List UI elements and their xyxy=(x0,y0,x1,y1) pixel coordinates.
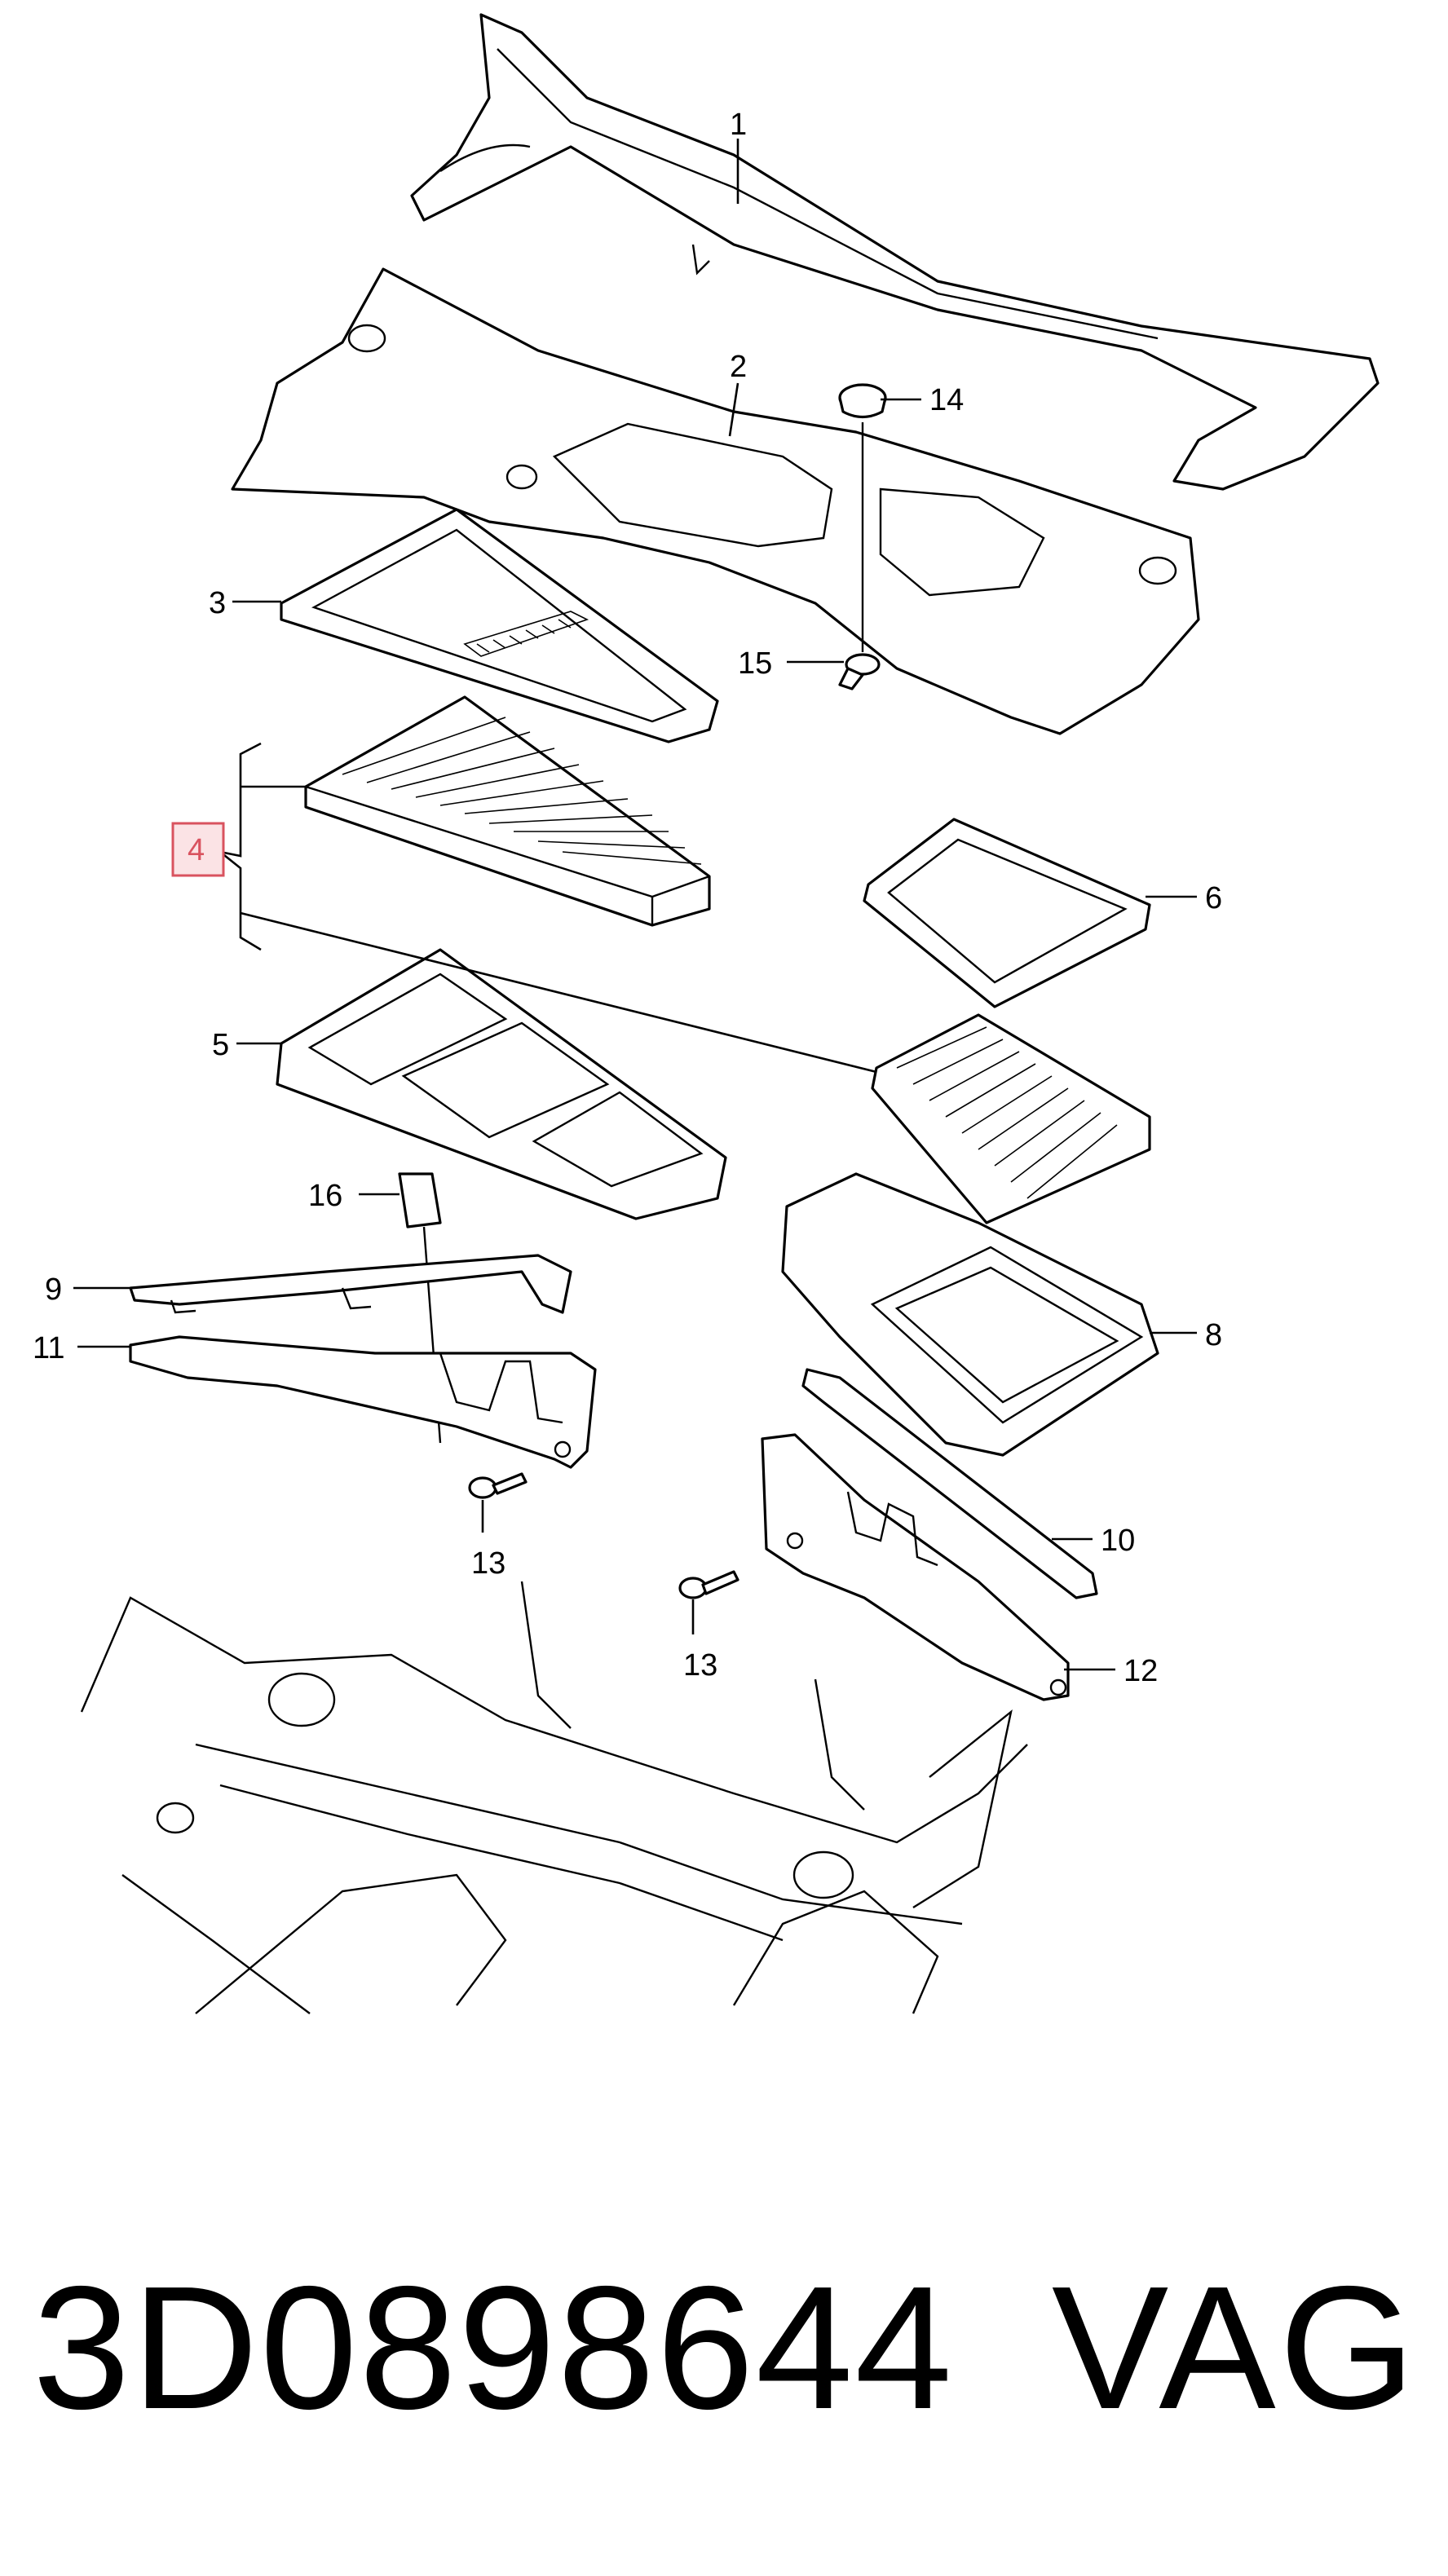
brand-name: VAG xyxy=(1051,2249,1419,2446)
part-15-fastener xyxy=(838,653,881,690)
part-6-filter-frame xyxy=(863,818,1151,1008)
part-12-bracket xyxy=(761,1433,1070,1701)
part-8-housing xyxy=(781,1172,1159,1457)
callout-4-highlight-box xyxy=(171,822,225,877)
callout-15: 15 xyxy=(738,646,772,681)
callout-3: 3 xyxy=(209,586,226,620)
callout-1: 1 xyxy=(730,108,747,142)
callout-13-left: 13 xyxy=(471,1546,505,1581)
callout-8: 8 xyxy=(1205,1318,1222,1352)
callout-14: 14 xyxy=(929,383,964,417)
part-10-trim-strip xyxy=(801,1368,1098,1599)
footer: 3D0898644 VAG xyxy=(33,2250,1419,2446)
part-14-clip xyxy=(838,383,887,652)
part-13-screw-right xyxy=(678,1570,739,1599)
part-13-screw-left xyxy=(468,1472,528,1499)
callout-10: 10 xyxy=(1101,1524,1135,1558)
part-1-cowl-panel xyxy=(410,13,1380,491)
part-secondary-pollen-filter xyxy=(871,1013,1151,1224)
callout-12: 12 xyxy=(1124,1654,1158,1688)
part-5-filter-housing xyxy=(276,948,727,1220)
callout-4: 4 xyxy=(188,833,205,867)
callout-13-right: 13 xyxy=(683,1648,717,1683)
part-2-plenum-tray xyxy=(231,267,1200,735)
part-11-bracket xyxy=(129,1335,597,1469)
callout-16: 16 xyxy=(308,1179,342,1213)
callout-5: 5 xyxy=(212,1028,229,1062)
callout-labels: 1 2 3 4 5 6 8 9 10 11 12 13 13 14 15 16 xyxy=(33,108,1222,1688)
callout-2: 2 xyxy=(730,350,747,384)
callout-11: 11 xyxy=(33,1331,64,1365)
leader-lines xyxy=(73,139,1197,1671)
exploded-parts-diagram: 1 2 3 4 5 6 8 9 10 11 12 13 13 14 15 16 xyxy=(33,13,1380,2014)
part-3-filter-frame xyxy=(280,508,719,743)
part-9-trim-strip xyxy=(129,1254,572,1314)
part-4-pollen-filter xyxy=(304,695,711,927)
vehicle-body-structure xyxy=(80,1581,1028,2014)
part-number: 3D0898644 xyxy=(33,2249,954,2446)
callout-9: 9 xyxy=(45,1273,62,1307)
callout-6: 6 xyxy=(1205,881,1222,915)
